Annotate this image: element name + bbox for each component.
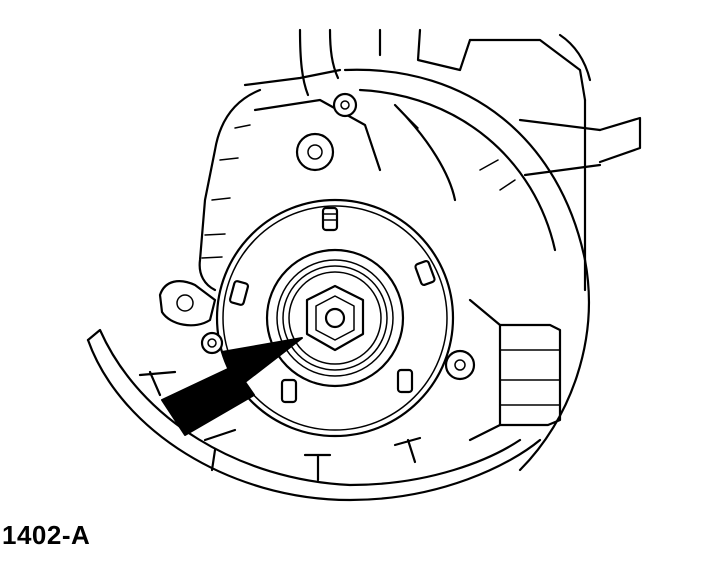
pointer-arrow [161,337,303,436]
wheel-stud [414,260,436,286]
hub-nut [305,284,365,352]
figure-caption: 1402-A [2,520,91,550]
bushing-bolt [444,349,476,381]
lower-bushing [200,298,562,442]
wheel-studs [228,206,436,404]
wheel-stud [321,206,339,232]
steering-knuckle [158,68,382,327]
splash-shield [86,68,590,502]
knuckle-bolt [332,92,358,118]
wheel-stud [396,368,414,394]
strut-assembly [298,28,642,292]
wheel-stud [228,280,250,306]
knuckle-bolt-hole [295,132,335,172]
wheel-stud [280,378,298,404]
